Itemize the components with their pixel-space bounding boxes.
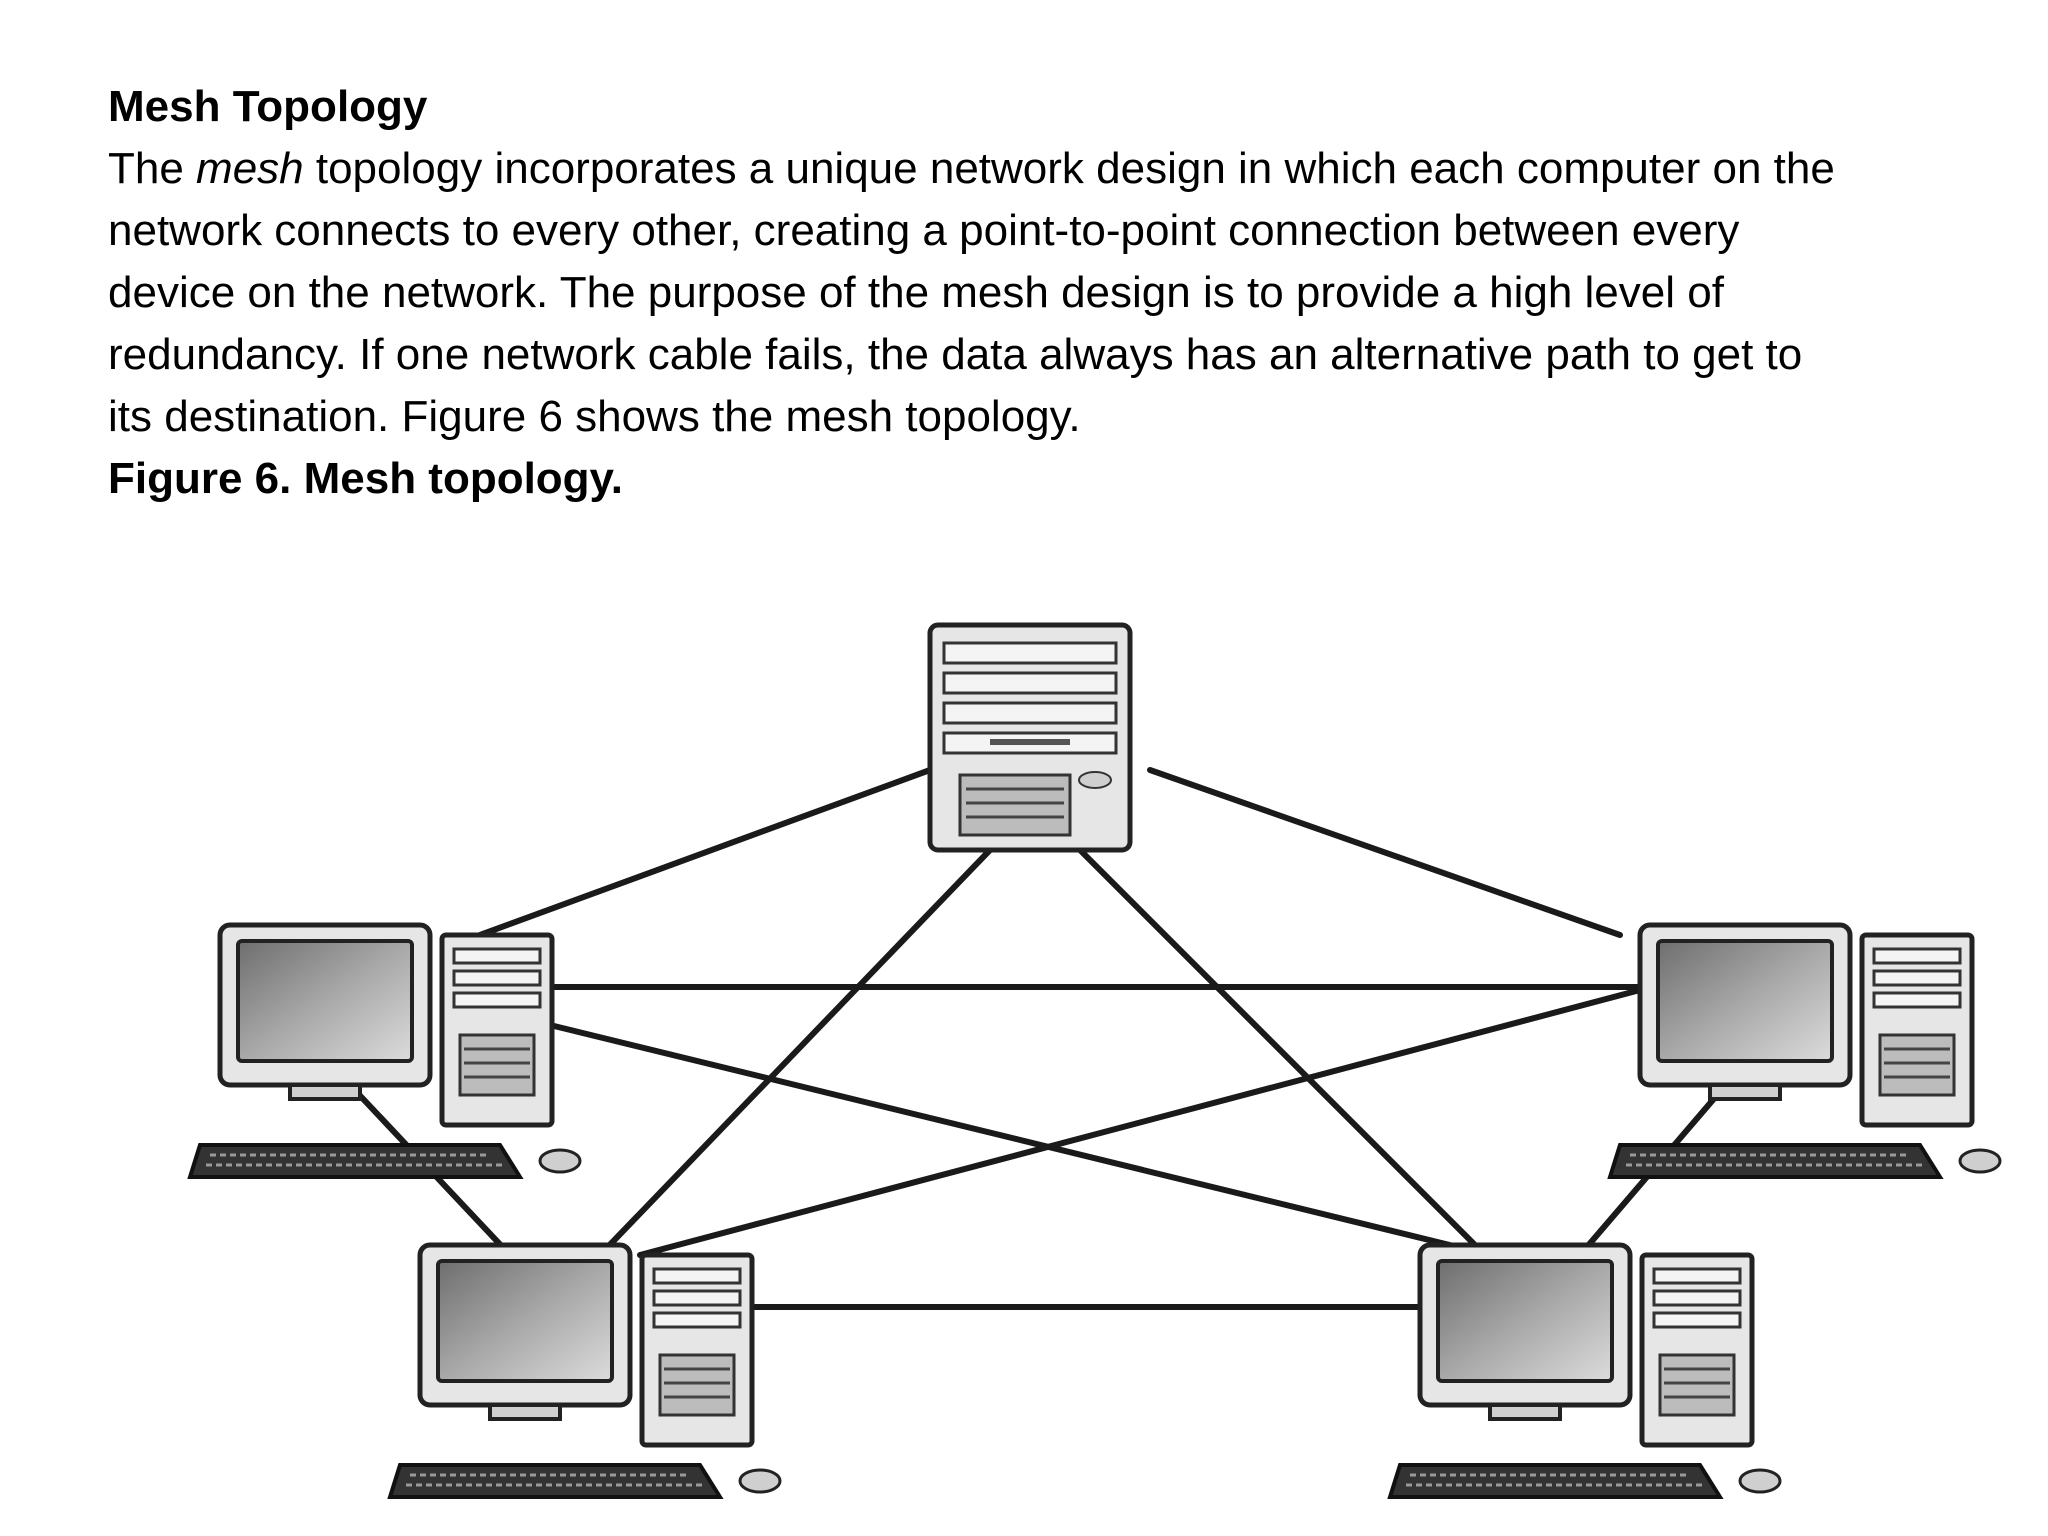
body-paragraph: The mesh topology incorporates a unique … bbox=[108, 138, 2008, 448]
paragraph-line-5: its destination. Figure 6 shows the mesh… bbox=[108, 392, 1081, 441]
desktop-computer-icon bbox=[390, 1245, 780, 1497]
section-heading: Mesh Topology bbox=[108, 82, 428, 131]
paragraph-line-3: device on the network. The purpose of th… bbox=[108, 268, 1724, 317]
text-block: Mesh Topology The mesh topology incorpor… bbox=[108, 76, 2008, 510]
figure-caption: Figure 6. Mesh topology. bbox=[108, 454, 623, 503]
desktop-computer-icon bbox=[1390, 1245, 1780, 1497]
link-server-lower-left bbox=[597, 847, 993, 1258]
server-tower-icon bbox=[927, 622, 1133, 853]
paragraph-line-4: redundancy. If one network cable fails, … bbox=[108, 330, 1803, 379]
paragraph-intro: The bbox=[108, 144, 197, 193]
link-server-lower-right bbox=[1077, 847, 1488, 1258]
desktop-computer-icon bbox=[190, 925, 580, 1177]
link-server-upper-left bbox=[477, 767, 933, 938]
paragraph-line-1: topology incorporates a unique network d… bbox=[303, 144, 1835, 193]
paragraph-line-2: network connects to every other, creatin… bbox=[108, 206, 1740, 255]
desktop-computer-icon bbox=[1610, 925, 2000, 1177]
network-links bbox=[347, 767, 1733, 1310]
link-server-upper-right bbox=[1147, 767, 1623, 938]
link-upper-right-lower-left bbox=[637, 987, 1643, 1258]
link-upper-left-lower-right bbox=[547, 1022, 1473, 1253]
emphasized-word: mesh bbox=[196, 144, 304, 193]
